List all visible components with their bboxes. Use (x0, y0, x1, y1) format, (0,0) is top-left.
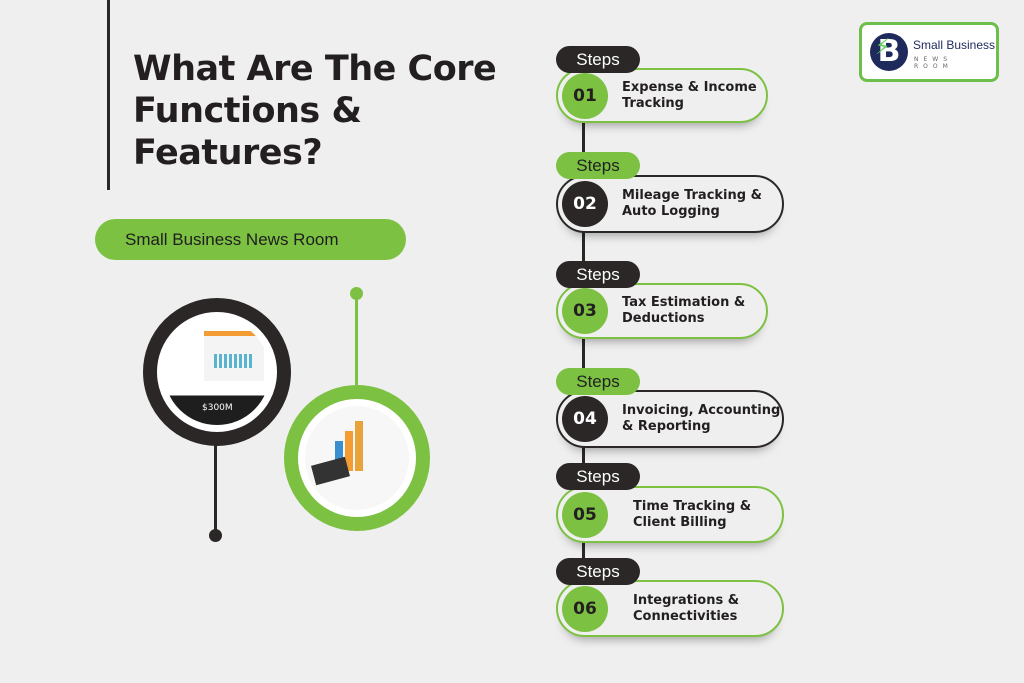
step-number: 01 (562, 72, 608, 119)
step-label: Expense & Income Tracking (622, 79, 757, 111)
step-number: 06 (562, 585, 608, 632)
step-tag: Steps (556, 368, 640, 395)
step-label: Invoicing, Accounting & Reporting (622, 403, 781, 434)
title-divider-line (107, 0, 110, 190)
green-ring-stem (355, 293, 358, 393)
logo-line1: Small Business (913, 38, 996, 52)
step-label: Tax Estimation & Deductions (622, 295, 746, 326)
logo: B ⚡ Small Business NEWS ROOM (859, 22, 999, 82)
step-number: 03 (562, 288, 608, 334)
finance-chart-image (305, 406, 409, 510)
step-number: 05 (562, 491, 608, 538)
logo-line2: NEWS ROOM (914, 56, 953, 70)
dashboard-image: $300M (164, 319, 270, 425)
image-caption: $300M (202, 403, 233, 413)
step-number: 04 (562, 396, 608, 442)
step-card-1: 01 Expense & Income Tracking (556, 68, 768, 123)
step-card-3: 03 Tax Estimation & Deductions (556, 283, 768, 339)
lightning-icon: ⚡ (875, 35, 891, 60)
page-title: What Are The Core Functions & Features? (133, 49, 497, 173)
step-card-2: 02 Mileage Tracking & Auto Logging (556, 175, 784, 233)
logo-mark: B (870, 33, 908, 71)
step-number: 02 (562, 181, 608, 227)
stem-top-dot (350, 287, 363, 300)
step-card-4: 04 Invoicing, Accounting & Reporting (556, 390, 784, 448)
step-tag: Steps (556, 463, 640, 490)
timeline-line (582, 72, 585, 622)
step-label: Mileage Tracking & Auto Logging (622, 188, 762, 219)
step-tag: Steps (556, 261, 640, 288)
step-label: Time Tracking & Client Billing (633, 498, 752, 530)
step-tag: Steps (556, 152, 640, 179)
step-card-6: 06 Integrations & Connectivities (556, 580, 784, 637)
step-card-5: 05 Time Tracking & Client Billing (556, 486, 784, 543)
step-label: Integrations & Connectivities (633, 592, 740, 624)
brand-pill: Small Business News Room (95, 219, 406, 260)
stem-end-dot (209, 529, 222, 542)
step-tag: Steps (556, 558, 640, 585)
step-tag: Steps (556, 46, 640, 73)
dark-ring-stem (214, 420, 217, 535)
